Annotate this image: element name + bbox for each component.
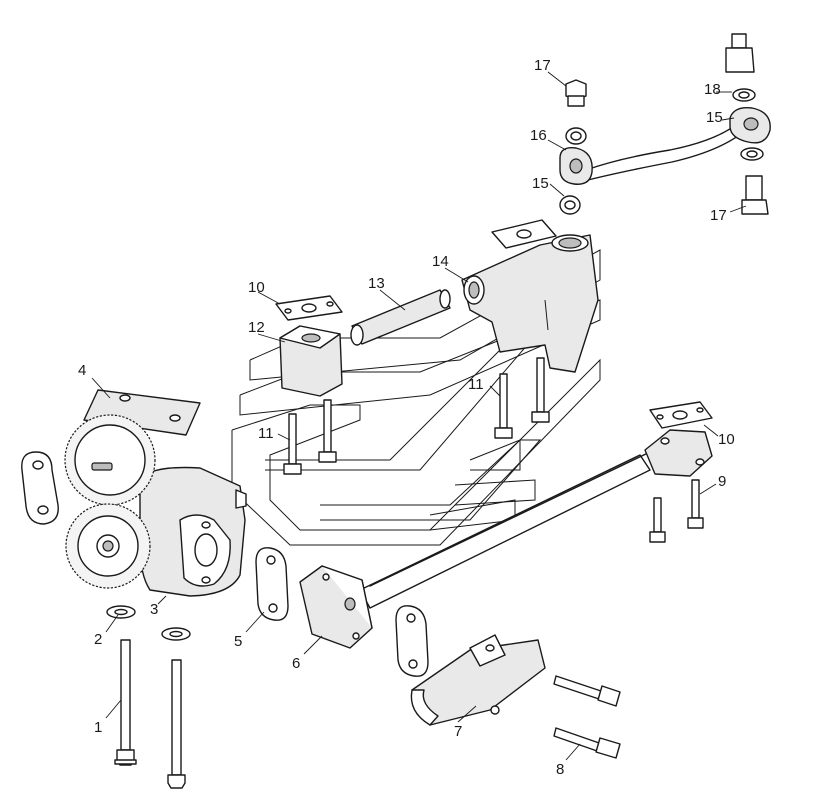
valve-body-7 <box>410 634 546 726</box>
callout-11-right: 11 <box>468 376 484 393</box>
washer-2 <box>106 605 136 619</box>
banjo-bolt-17-top <box>565 79 587 107</box>
callout-11-left: 11 <box>258 425 274 442</box>
long-bolt-right <box>167 659 186 789</box>
callout-6: 6 <box>292 655 300 672</box>
callout-15-left: 15 <box>532 175 549 192</box>
fitting-18 <box>725 33 755 73</box>
callout-9: 9 <box>718 473 726 490</box>
washer-15-lower <box>559 195 581 215</box>
callout-2: 2 <box>94 631 102 648</box>
callout-13: 13 <box>368 275 385 292</box>
washer-15-right-lower <box>740 147 764 161</box>
callout-5: 5 <box>234 633 242 650</box>
callout-10-right: 10 <box>718 431 735 448</box>
flange-12 <box>279 325 343 397</box>
callout-17-right: 17 <box>710 207 727 224</box>
callout-15-right: 15 <box>706 109 723 126</box>
callout-10-left: 10 <box>248 279 265 296</box>
gasket-7 <box>395 605 429 677</box>
elbow-14 <box>461 234 599 373</box>
callout-labels: 1 2 3 4 5 6 7 8 9 10 10 11 11 12 13 14 1… <box>78 57 735 778</box>
callout-17-top: 17 <box>534 57 551 74</box>
callout-14: 14 <box>432 253 449 270</box>
callout-4: 4 <box>78 362 86 379</box>
callout-7: 7 <box>454 723 462 740</box>
flange-right <box>644 429 713 477</box>
gasket-10-left <box>275 295 343 321</box>
washer-16 <box>565 127 587 145</box>
callout-12: 12 <box>248 319 265 336</box>
bolts-11-left <box>283 399 337 475</box>
long-bolt-left <box>114 639 137 766</box>
callout-1: 1 <box>94 719 102 736</box>
callout-18: 18 <box>704 81 721 98</box>
banjo-15-right <box>729 107 771 144</box>
callout-3: 3 <box>150 601 158 618</box>
callout-8: 8 <box>556 761 564 778</box>
oil-line <box>559 119 749 185</box>
gasket-left <box>21 451 59 525</box>
washer-3 <box>161 627 191 641</box>
gasket-5 <box>255 547 289 621</box>
tube-13 <box>350 289 451 346</box>
callout-16: 16 <box>530 127 547 144</box>
gasket-14 <box>491 219 557 249</box>
bolts-9 <box>649 479 704 543</box>
oil-pump-assembly <box>64 414 247 597</box>
banjo-bolt-17-right <box>741 175 769 215</box>
leader-lines <box>91 71 747 761</box>
gasket-10-right <box>649 401 713 429</box>
bolts-11-right <box>494 357 550 439</box>
bolts-8 <box>553 675 621 759</box>
washer-18 <box>732 88 756 102</box>
pickup-tube-6 <box>299 451 651 649</box>
